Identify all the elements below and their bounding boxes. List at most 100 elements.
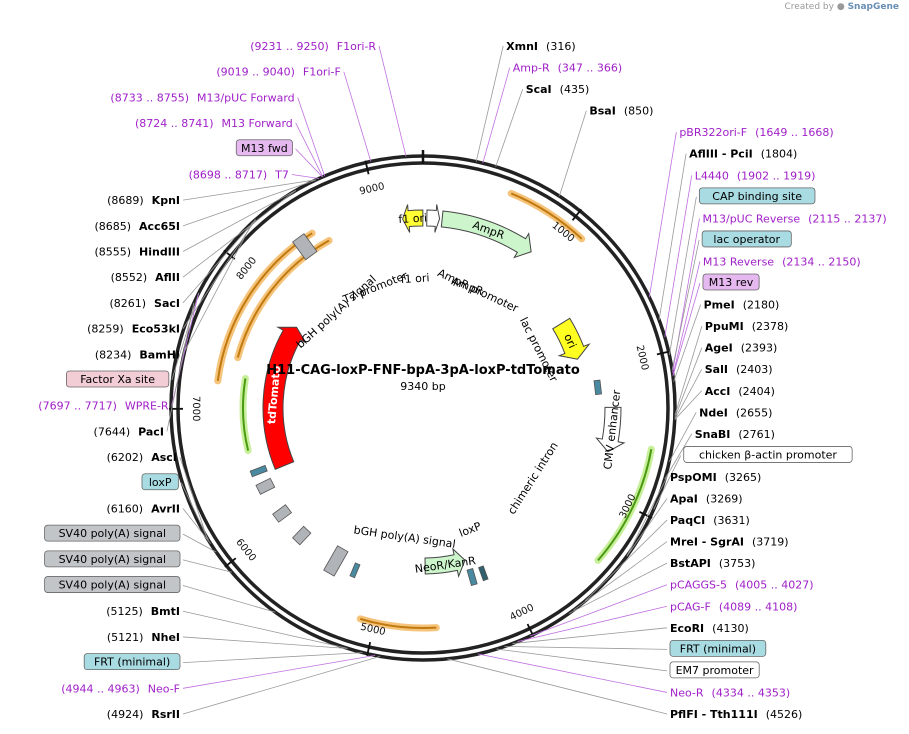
site-label-factor-xa-site[interactable]: Factor Xa site [66, 292, 200, 388]
snapgene-logo-icon: ● [836, 2, 845, 12]
site-label-eco53ki[interactable]: (8259)Eco53kI [87, 219, 256, 336]
small-feature-box[interactable] [255, 477, 276, 495]
site-label-afliii-pcii[interactable]: AflIII - PciI(1804) [658, 148, 797, 320]
site-label-sv40-poly-a-signal[interactable]: SV40 poly(A) signal [44, 524, 217, 553]
leader-line [517, 605, 668, 642]
site-labels[interactable]: XmnI(316) Amp-R(347 .. 366)ScaI(435)BsaI(… [38, 40, 886, 721]
small-feature-box[interactable] [323, 545, 349, 577]
site-label-paci[interactable]: (7644)PacI [94, 302, 195, 438]
feature-arrow-neor-kanr[interactable] [424, 547, 466, 578]
site-label-avrii[interactable]: (6160)AvrII [107, 502, 211, 544]
label-text: XmnI(316) [506, 40, 575, 53]
site-label-acc65i[interactable]: (8685)Acc65I [94, 179, 316, 233]
site-label-sv40-poly-a-signal[interactable]: SV40 poly(A) signal [44, 576, 276, 613]
site-label-agei[interactable]: AgeI(2393) [674, 342, 778, 418]
site-label-m13-puc-forward[interactable]: (8733 .. 8755)M13/pUC Forward [110, 91, 326, 177]
site-label-em7-promoter[interactable]: EM7 promoter [496, 648, 760, 679]
site-label-aflii[interactable]: (8552)AflII [111, 190, 296, 285]
site-label-bstapi[interactable]: BstAPI(3753) [568, 557, 756, 614]
label-text: SnaBI(2761) [695, 428, 775, 441]
label-box [669, 661, 760, 679]
site-label-bmti[interactable]: (5125)BmtI [106, 605, 348, 649]
site-label-hindiii[interactable]: (8555)HindIII [94, 189, 297, 259]
site-label-rsrii[interactable]: (4924)RsrII [107, 655, 381, 721]
label-box [44, 524, 181, 542]
site-label-pbr322ori-f[interactable]: pBR322ori-F(1649 .. 1668) [648, 126, 834, 298]
site-label-bamhi[interactable]: (8234)BamHI [95, 222, 253, 362]
feature-arrow-f1-ori[interactable] [402, 204, 424, 233]
leader-line [182, 508, 211, 544]
feature-arrow-ampr[interactable] [440, 210, 532, 259]
site-label-sv40-poly-a-signal[interactable]: SV40 poly(A) signal [44, 550, 232, 573]
site-label-ppumi[interactable]: PpuMI(2378) [674, 320, 788, 416]
site-label-neo-f[interactable]: (4944 .. 4963)Neo-F [61, 655, 376, 695]
site-label-m13-forward[interactable]: (8724 .. 8741)M13 Forward [135, 117, 324, 177]
small-feature-box[interactable] [466, 568, 478, 587]
feature-arrow-tdtomato[interactable] [262, 326, 308, 471]
site-label-m13-reverse[interactable]: M13 Reverse(2134 .. 2150) [672, 255, 861, 376]
ruler-tick [366, 641, 372, 656]
site-label-scai[interactable]: ScaI(435) [495, 83, 590, 167]
site-label-m13-puc-reverse[interactable]: M13/pUC Reverse(2115 .. 2137) [672, 212, 887, 373]
site-label-pspomi[interactable]: PspOMI(3265) [626, 471, 761, 556]
label-box [44, 550, 181, 568]
site-label-m13-rev[interactable]: M13 rev [672, 273, 760, 376]
site-label-paqci[interactable]: PaqCI(3631) [584, 514, 750, 602]
site-label-frt-minimal-[interactable]: FRT (minimal) [504, 639, 767, 657]
leader-line [475, 45, 504, 162]
leader-line [672, 261, 701, 376]
small-feature-box[interactable] [272, 504, 293, 523]
site-label-ndei[interactable]: NdeI(2655) [668, 406, 772, 463]
feature-arrow-cmv-enhancer[interactable] [595, 406, 626, 453]
orf-arc-core [510, 192, 583, 240]
site-label-lac-operator[interactable]: lac operator [671, 230, 792, 371]
label-box-text: FRT (minimal) [680, 642, 756, 655]
leader-line [671, 239, 700, 371]
site-label-ecori[interactable]: EcoRI(4130) [512, 622, 749, 644]
site-label-m13-fwd[interactable]: M13 fwd [235, 139, 323, 178]
site-label-frt-minimal-[interactable]: FRT (minimal) [83, 652, 363, 671]
site-label-amp-r[interactable]: Amp-R(347 .. 366) [482, 62, 622, 164]
site-label-pmei[interactable]: PmeI(2180) [673, 299, 780, 382]
label-text: SalI(2403) [705, 363, 773, 376]
site-label-loxp[interactable]: loxP [141, 473, 209, 541]
small-feature-box[interactable] [249, 464, 268, 478]
site-label-wpre-r[interactable]: (7697 .. 7717)WPRE-R [38, 293, 199, 413]
feature-arrow-ori[interactable] [552, 317, 591, 360]
site-label-f1ori-f[interactable]: (9019 .. 9040)F1ori-F [216, 66, 372, 162]
leader-line [495, 88, 524, 167]
site-label-chicken-actin-promoter[interactable]: chicken β-actin promoter [653, 446, 853, 510]
site-label-pflfi-tth111i[interactable]: PflFI - Tth111I(4526) [447, 658, 802, 721]
small-feature-box[interactable] [478, 565, 489, 582]
leader-line [343, 71, 372, 162]
site-label-apai[interactable]: ApaI(3269) [626, 493, 743, 557]
ruler-tick-label: 6000 [233, 537, 258, 564]
site-label-neo-r[interactable]: Neo-R(4334 .. 4353) [477, 653, 790, 700]
site-label-snabi[interactable]: SnaBI(2761) [664, 428, 775, 480]
site-label-cap-binding-site[interactable]: CAP binding site [668, 187, 816, 356]
site-label-acci[interactable]: AccI(2404) [674, 385, 775, 420]
small-feature-box[interactable] [292, 233, 318, 261]
site-label-kpni[interactable]: (8689)KpnI [107, 179, 317, 207]
small-feature-box[interactable] [349, 562, 361, 579]
leader-line [182, 222, 253, 355]
label-box [235, 139, 293, 157]
site-label-t7[interactable]: (8698 .. 8717)T7 [189, 168, 319, 181]
small-feature-box[interactable] [292, 525, 312, 546]
site-label-pcaggs-5[interactable]: pCAGGS-5(4005 .. 4027) [530, 579, 814, 637]
site-label-sali[interactable]: SalI(2403) [674, 363, 773, 420]
site-label-l4440[interactable]: L4440(1902 .. 1919) [664, 169, 816, 337]
ruler-tick-label: 9000 [358, 181, 385, 197]
site-label-f1ori-r[interactable]: (9231 .. 9250)F1ori-R [250, 40, 407, 157]
site-label-asci[interactable]: (6202)AscI [107, 451, 208, 538]
ruler-tick [224, 557, 237, 568]
site-label-mrei-sgrai[interactable]: MreI - SgrAI(3719) [573, 536, 789, 611]
feature-arrow-ampr-promoter[interactable] [426, 204, 441, 233]
small-feature-box[interactable] [593, 379, 603, 396]
site-label-nhei[interactable]: (5121)NheI [107, 631, 348, 649]
site-label-saci[interactable]: (8261)SacI [109, 219, 257, 310]
site-label-xmni[interactable]: XmnI(316) [475, 40, 576, 162]
leader-line [668, 196, 697, 356]
site-label-pcag-f[interactable]: pCAG-F(4089 .. 4108) [517, 600, 798, 642]
site-label-bsai[interactable]: BsaI(850) [558, 105, 653, 197]
